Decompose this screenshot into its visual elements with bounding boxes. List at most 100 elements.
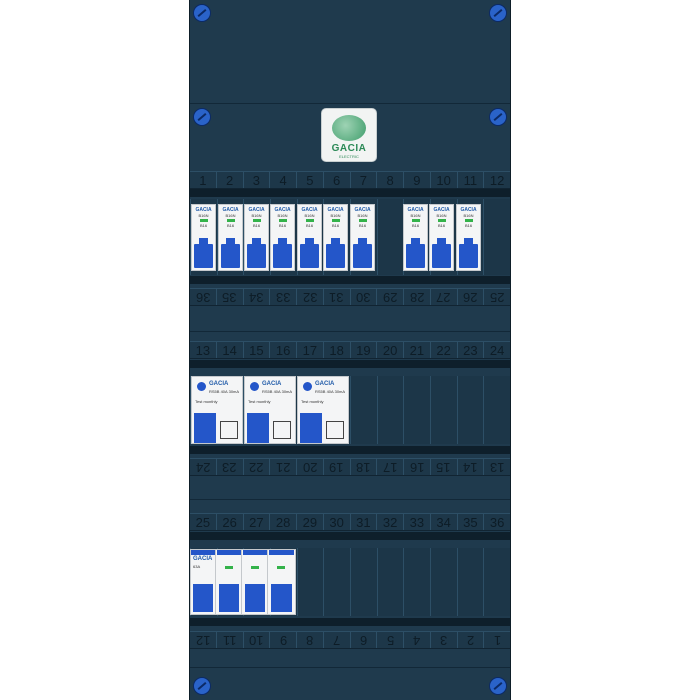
rcd-lever[interactable] <box>300 413 322 443</box>
slot-number: 33 <box>404 514 431 530</box>
slot-number: 5 <box>297 172 324 188</box>
slot-number-label: 36 <box>195 289 211 305</box>
slot-number-label: 15 <box>249 342 264 358</box>
breaker-rating: B16 <box>226 223 235 228</box>
breaker-rating: B16 <box>358 223 367 228</box>
slot-number: 21 <box>404 342 431 358</box>
slot-number-label: 16 <box>275 342 291 358</box>
slot-number: 1 <box>190 172 217 188</box>
rcd-brand: GACIA <box>262 381 282 387</box>
blank-slot <box>483 548 510 616</box>
isolator-lever[interactable] <box>193 584 213 612</box>
breaker-lever[interactable] <box>406 238 425 268</box>
slot-number-label: 31 <box>356 514 371 530</box>
test-button-icon[interactable] <box>197 382 206 391</box>
slot-number: 6 <box>324 172 351 188</box>
slot-number: 31 <box>324 289 351 305</box>
main-isolator[interactable]: GACIA 63A <box>190 549 296 615</box>
blank-slot <box>376 376 404 444</box>
breaker-model: B16N <box>357 213 368 218</box>
breaker-brand: GACIA <box>248 207 265 213</box>
breaker-lever[interactable] <box>326 238 345 268</box>
screw-icon <box>489 677 507 695</box>
slot-number-label: 18 <box>356 459 371 475</box>
slot-number: 35 <box>458 514 485 530</box>
breaker-brand: GACIA <box>327 207 344 213</box>
logo-subtitle: ELECTRIC <box>339 154 359 159</box>
isolator-lever[interactable] <box>271 584 292 612</box>
slot-number: 28 <box>270 514 297 530</box>
cover-divider <box>190 103 510 104</box>
slot-number: 28 <box>404 289 431 305</box>
isolator-lever[interactable] <box>245 584 265 612</box>
slot-number: 2 <box>458 632 485 648</box>
din-rail <box>190 276 510 284</box>
isolator-lever[interactable] <box>219 584 239 612</box>
slot-number-label: 28 <box>409 289 425 305</box>
cover-divider <box>190 331 510 332</box>
din-rail <box>190 618 510 626</box>
slot-number: 12 <box>190 632 217 648</box>
breaker-model: B16N <box>410 213 421 218</box>
pole-bar <box>191 550 215 555</box>
indicator-icon <box>331 219 340 222</box>
breaker-lever[interactable] <box>273 238 292 268</box>
rcd-lever[interactable] <box>194 413 216 443</box>
isolator-pole <box>217 550 242 614</box>
circuit-diagram-icon <box>326 421 344 439</box>
breaker-lever[interactable] <box>459 238 478 268</box>
slot-number-label: 6 <box>333 172 341 188</box>
rcd-lever[interactable] <box>247 413 269 443</box>
slot-number: 31 <box>351 514 378 530</box>
slot-number-label: 16 <box>409 459 425 475</box>
slot-number-label: 18 <box>329 342 344 358</box>
slot-number: 19 <box>324 459 351 475</box>
test-button-icon[interactable] <box>250 382 259 391</box>
breaker-rating: B16 <box>331 223 340 228</box>
breaker-model: B16N <box>330 213 341 218</box>
slot-number-label: 7 <box>333 632 341 648</box>
slot-number-label: 4 <box>279 172 287 188</box>
breaker-lever[interactable] <box>353 238 372 268</box>
slot-number: 32 <box>297 289 324 305</box>
blank-slot <box>456 548 484 616</box>
slot-number: 3 <box>431 632 458 648</box>
test-button-icon[interactable] <box>303 382 312 391</box>
slot-number: 29 <box>297 514 324 530</box>
slot-number: 36 <box>484 514 510 530</box>
slot-number: 2 <box>217 172 244 188</box>
slot-number: 19 <box>351 342 378 358</box>
breaker-lever[interactable] <box>194 238 213 268</box>
pole-bar <box>217 550 241 555</box>
screw-icon <box>193 677 211 695</box>
isolator-pole <box>269 550 294 614</box>
breaker-lever[interactable] <box>221 238 240 268</box>
slot-number-label: 9 <box>413 172 421 188</box>
slot-number-label: 12 <box>195 632 211 648</box>
breaker-rating: B16 <box>252 223 261 228</box>
breaker-lever[interactable] <box>300 238 319 268</box>
slot-number: 18 <box>351 459 378 475</box>
slot-number: 10 <box>431 172 458 188</box>
breaker-lever[interactable] <box>247 238 266 268</box>
screw-icon <box>489 108 507 126</box>
breaker-model: B16N <box>198 213 209 218</box>
breaker-lever[interactable] <box>432 238 451 268</box>
slot-number: 25 <box>190 514 217 530</box>
breaker-rating: B16 <box>305 223 314 228</box>
slot-number-label: 26 <box>463 289 478 305</box>
